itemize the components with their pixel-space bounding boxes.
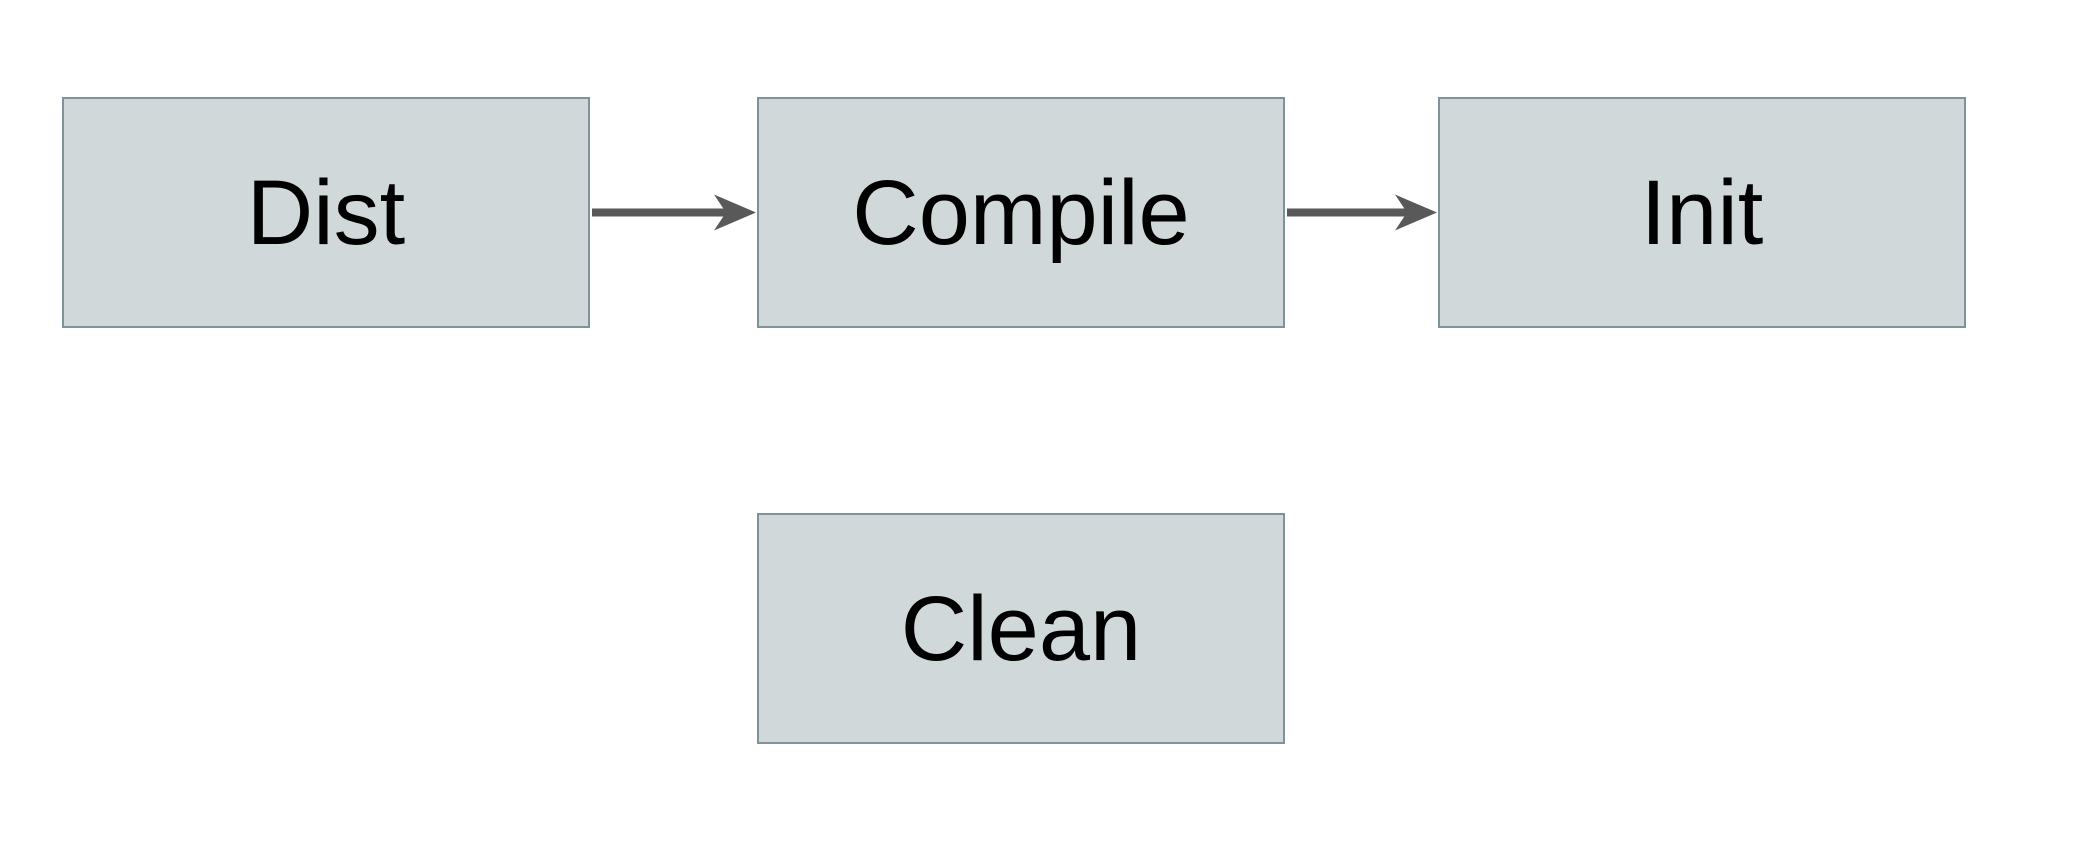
flowchart-node-clean: Clean [757,513,1285,744]
node-label-clean: Clean [900,577,1142,680]
edge-arrowhead-compile-init [1395,194,1437,231]
edge-arrowhead-dist-compile [714,194,756,231]
flowchart-node-init: Init [1438,97,1966,328]
node-label-compile: Compile [852,161,1190,264]
flowchart-node-dist: Dist [62,97,590,328]
flowchart-node-compile: Compile [757,97,1285,328]
node-label-dist: Dist [246,161,406,264]
node-label-init: Init [1640,161,1764,264]
